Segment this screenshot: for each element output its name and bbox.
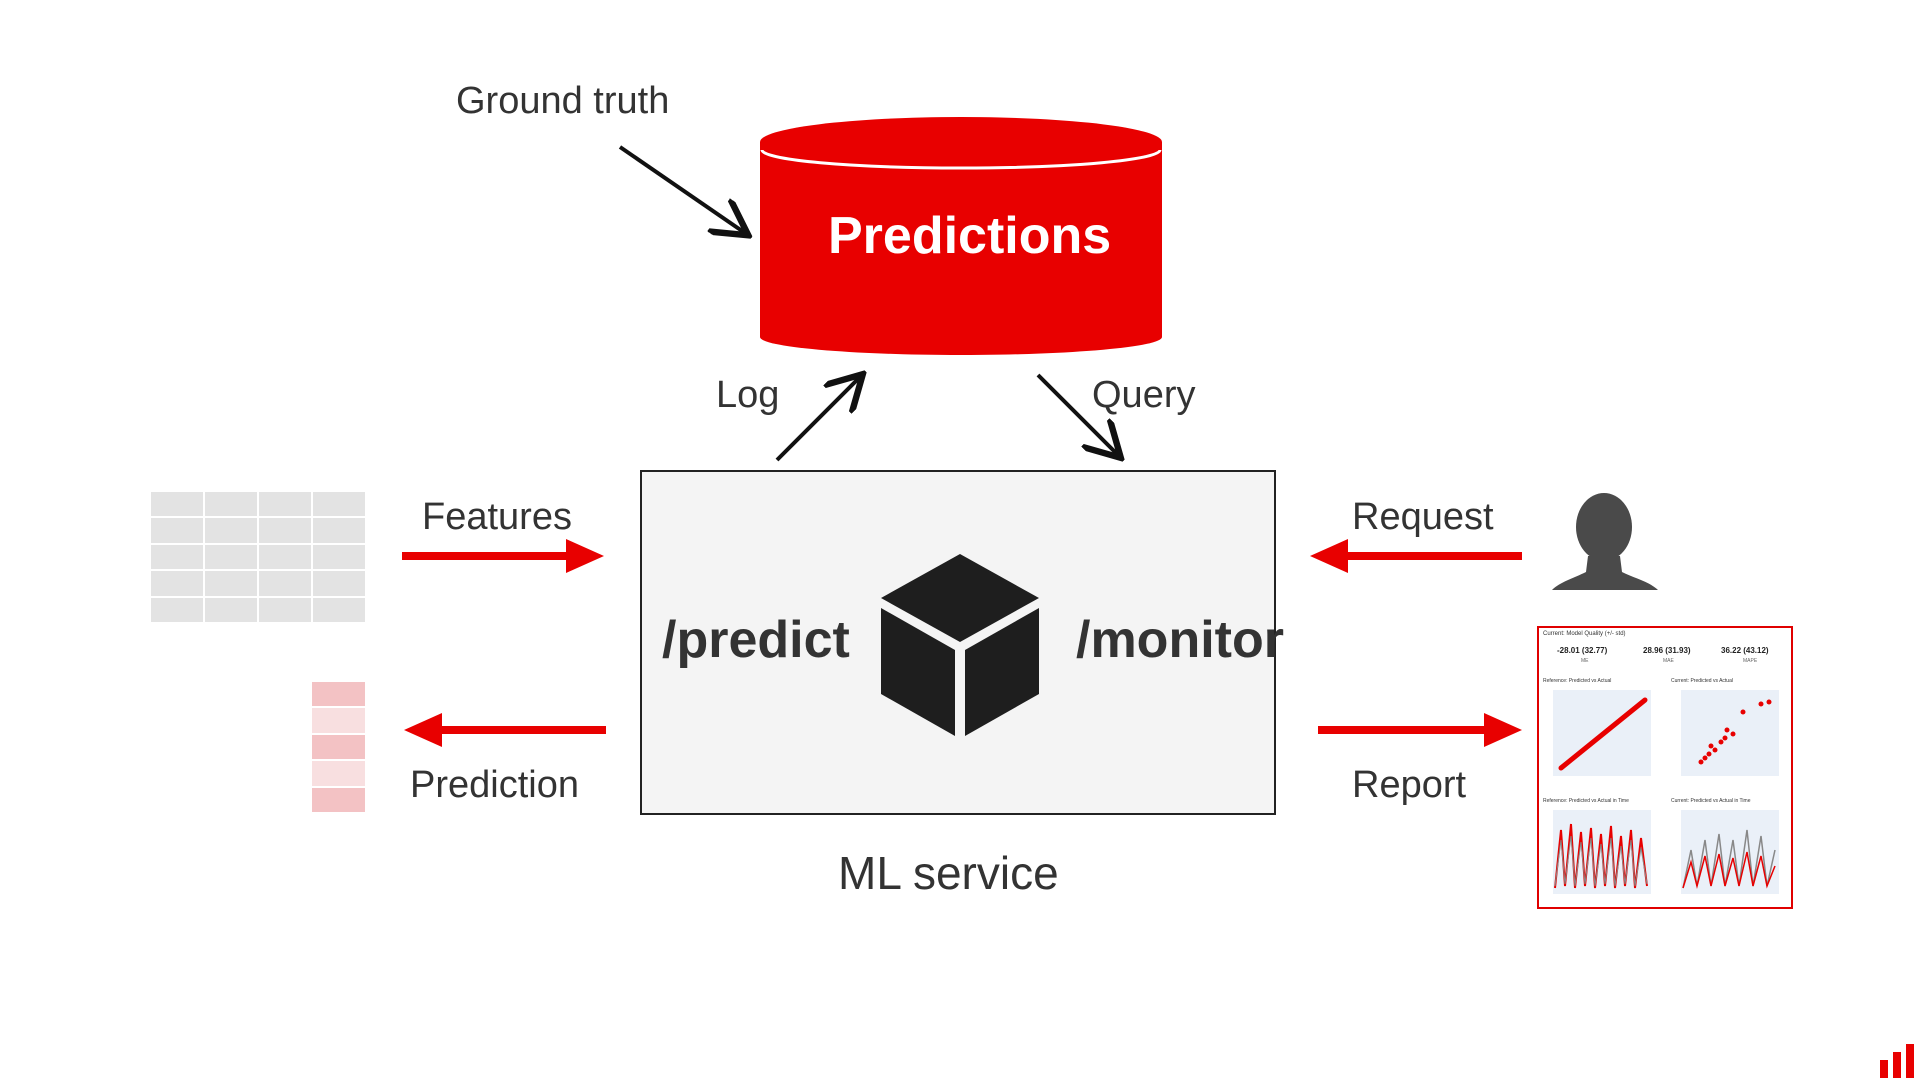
ml-service-box [640, 470, 1276, 815]
predict-endpoint: /predict [662, 611, 850, 669]
ground-truth-arrow [618, 145, 745, 233]
report-label: Report [1352, 764, 1467, 806]
features-label: Features [422, 496, 572, 538]
report-metric-mape: 36.22 (43.12) [1721, 646, 1769, 655]
cube-icon [881, 554, 1039, 736]
ground-truth-label: Ground truth [456, 80, 670, 122]
report-plot-title: Reference: Predicted vs Actual in Time [1543, 798, 1629, 804]
report-metric-mae-label: MAE [1663, 658, 1674, 664]
request-arrow [1310, 539, 1522, 573]
monitor-endpoint: /monitor [1076, 611, 1284, 669]
report-scatter-reference [1553, 690, 1651, 776]
log-label: Log [716, 374, 780, 416]
database-title: Predictions [828, 207, 1112, 265]
report-plot-title: Reference: Predicted vs Actual [1543, 678, 1612, 684]
prediction-column [312, 682, 365, 812]
request-label: Request [1352, 496, 1494, 538]
report-metric-mae: 28.96 (31.93) [1643, 646, 1691, 655]
query-arrow [1036, 373, 1118, 455]
database-icon [760, 117, 1162, 355]
log-arrow [775, 377, 860, 462]
report-header: Current: Model Quality (+/- std) [1543, 631, 1626, 637]
report-plot-title: Current: Predicted vs Actual [1671, 678, 1733, 684]
report-metric-mape-label: MAPE [1743, 658, 1758, 664]
prediction-label: Prediction [410, 764, 579, 806]
ml-service-label: ML service [838, 847, 1059, 899]
report-metric-me-label: ME [1581, 658, 1589, 664]
features-arrow [402, 539, 604, 573]
prediction-arrow [404, 713, 606, 747]
report-metric-me: -28.01 (32.77) [1557, 646, 1608, 655]
report-scatter-current [1681, 690, 1779, 776]
report-thumbnail[interactable]: Current: Model Quality (+/- std) -28.01 … [1537, 626, 1793, 909]
features-table [151, 492, 365, 622]
report-timeseries-reference [1553, 810, 1651, 894]
query-label: Query [1092, 374, 1196, 416]
user-icon [1552, 493, 1658, 590]
logo-icon [1880, 1044, 1914, 1078]
report-plot-title: Current: Predicted vs Actual in Time [1671, 798, 1751, 804]
report-timeseries-current [1681, 810, 1779, 894]
report-arrow [1318, 713, 1522, 747]
